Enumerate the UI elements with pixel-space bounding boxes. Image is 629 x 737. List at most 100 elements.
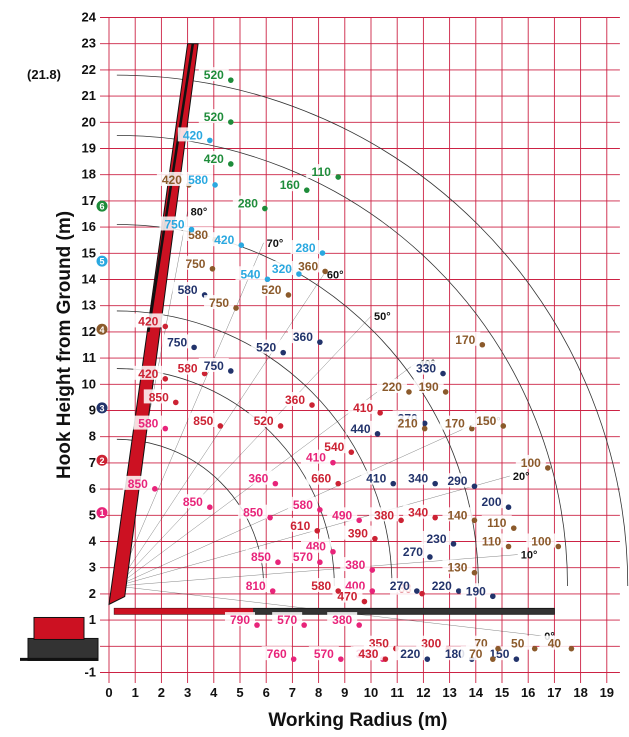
load-point-label: 470 bbox=[337, 590, 357, 604]
x-tick-label: 6 bbox=[263, 685, 270, 700]
load-point-marker bbox=[301, 622, 307, 628]
load-point-marker bbox=[317, 559, 323, 566]
load-point-label: 330 bbox=[416, 362, 436, 376]
load-point-bg bbox=[539, 635, 570, 650]
load-point-label: 540 bbox=[240, 267, 260, 281]
load-point-label: 140 bbox=[447, 508, 467, 522]
load-point-bg bbox=[209, 232, 240, 247]
boom-section-marker-label: 1 bbox=[99, 508, 104, 518]
load-point-marker bbox=[505, 543, 512, 550]
load-point-label: 420 bbox=[162, 173, 182, 187]
x-tick-label: 11 bbox=[390, 685, 404, 700]
load-point-marker bbox=[490, 593, 496, 600]
load-point-label: 380 bbox=[332, 613, 352, 627]
load-point-label: 570 bbox=[277, 613, 297, 627]
x-axis-title: Working Radius (m) bbox=[268, 710, 447, 731]
x-tick-label: 16 bbox=[521, 685, 535, 700]
load-point-marker bbox=[269, 588, 276, 594]
load-point-label: 850 bbox=[193, 414, 213, 428]
boom-angle-label: 50° bbox=[374, 311, 391, 323]
load-point-label: 850 bbox=[128, 477, 148, 491]
y-tick-label: 19 bbox=[82, 141, 96, 156]
load-point-bg bbox=[225, 612, 255, 627]
y-tick-label: 18 bbox=[82, 167, 96, 182]
load-point-label: 580 bbox=[178, 362, 198, 376]
y-tick-label: 4 bbox=[89, 534, 97, 549]
load-point-bg bbox=[235, 266, 266, 281]
load-point-label: 270 bbox=[390, 579, 410, 593]
boom-section-marker: 4 bbox=[96, 323, 108, 335]
load-point-bg bbox=[397, 543, 428, 558]
load-point-bg bbox=[198, 67, 229, 82]
load-point-bg bbox=[426, 578, 457, 593]
load-point-label: 520 bbox=[204, 110, 224, 124]
load-point-marker bbox=[262, 205, 268, 212]
load-point-bg bbox=[290, 240, 321, 255]
load-point-label: 490 bbox=[332, 508, 352, 522]
boom-section-marker-label: 4 bbox=[99, 325, 104, 335]
load-point-marker bbox=[209, 265, 216, 272]
height-annotation: (21.8) bbox=[27, 67, 61, 82]
load-point-bg bbox=[287, 496, 318, 511]
load-point-marker bbox=[162, 323, 169, 330]
x-tick-label: 0 bbox=[105, 685, 112, 700]
load-point-label: 420 bbox=[138, 314, 158, 328]
load-point-label: 580 bbox=[293, 498, 313, 512]
load-point-bg bbox=[319, 439, 350, 454]
load-point-label: 130 bbox=[447, 561, 467, 575]
load-point-label: 570 bbox=[293, 550, 313, 564]
boom-section-marker-dot bbox=[96, 200, 108, 212]
y-tick-label: 14 bbox=[82, 272, 97, 287]
load-point-marker bbox=[322, 268, 328, 275]
load-point-bg bbox=[345, 420, 376, 435]
load-point-bg bbox=[280, 392, 311, 407]
load-point-bg bbox=[198, 109, 229, 124]
load-point-marker bbox=[374, 431, 381, 437]
load-point-label: 220 bbox=[432, 579, 452, 593]
load-point-bg bbox=[403, 504, 434, 519]
load-point-bg bbox=[340, 557, 371, 572]
load-point-label: 750 bbox=[209, 296, 229, 310]
load-point-marker bbox=[228, 368, 234, 374]
y-tick-label: 8 bbox=[89, 429, 96, 444]
load-point-label: 170 bbox=[445, 417, 465, 431]
load-point-marker bbox=[361, 598, 368, 605]
load-point-label: 410 bbox=[366, 472, 386, 486]
load-point-bg bbox=[460, 583, 491, 598]
load-point-label: 380 bbox=[345, 558, 365, 572]
boom-angle-line bbox=[116, 274, 325, 587]
x-tick-label: 19 bbox=[600, 685, 614, 700]
load-point-bg bbox=[361, 470, 392, 485]
load-point-marker bbox=[309, 402, 315, 408]
boom-section-marker-label: 2 bbox=[99, 456, 104, 466]
y-tick-label: 11 bbox=[82, 350, 96, 365]
load-point-bg bbox=[133, 313, 164, 328]
load-point-marker bbox=[254, 622, 260, 628]
y-tick-label: 1 bbox=[89, 612, 96, 627]
x-tick-label: 10 bbox=[364, 685, 378, 700]
load-point-label: 390 bbox=[348, 527, 368, 541]
load-point-marker bbox=[280, 349, 287, 356]
y-tick-label: 6 bbox=[89, 481, 96, 496]
load-point-label: 410 bbox=[306, 451, 326, 465]
load-point-marker bbox=[369, 588, 376, 594]
boom-section-marker: 1 bbox=[96, 507, 108, 519]
load-point-label: 520 bbox=[204, 68, 224, 82]
boom-angle-label: 20° bbox=[513, 471, 530, 483]
load-point-marker bbox=[427, 554, 433, 560]
load-point-bg bbox=[238, 504, 269, 519]
load-point-bg bbox=[248, 412, 279, 427]
boom-section-marker-label: 3 bbox=[99, 403, 104, 413]
load-point-marker bbox=[335, 480, 342, 487]
load-point-marker bbox=[406, 389, 412, 395]
load-point-bg bbox=[240, 578, 271, 593]
y-tick-label: 12 bbox=[82, 324, 96, 339]
load-point-label: 110 bbox=[482, 535, 502, 549]
load-point-label: 230 bbox=[426, 532, 446, 546]
load-point-bg bbox=[348, 399, 379, 414]
load-point-bg bbox=[306, 164, 337, 179]
load-point-bg bbox=[471, 412, 502, 427]
